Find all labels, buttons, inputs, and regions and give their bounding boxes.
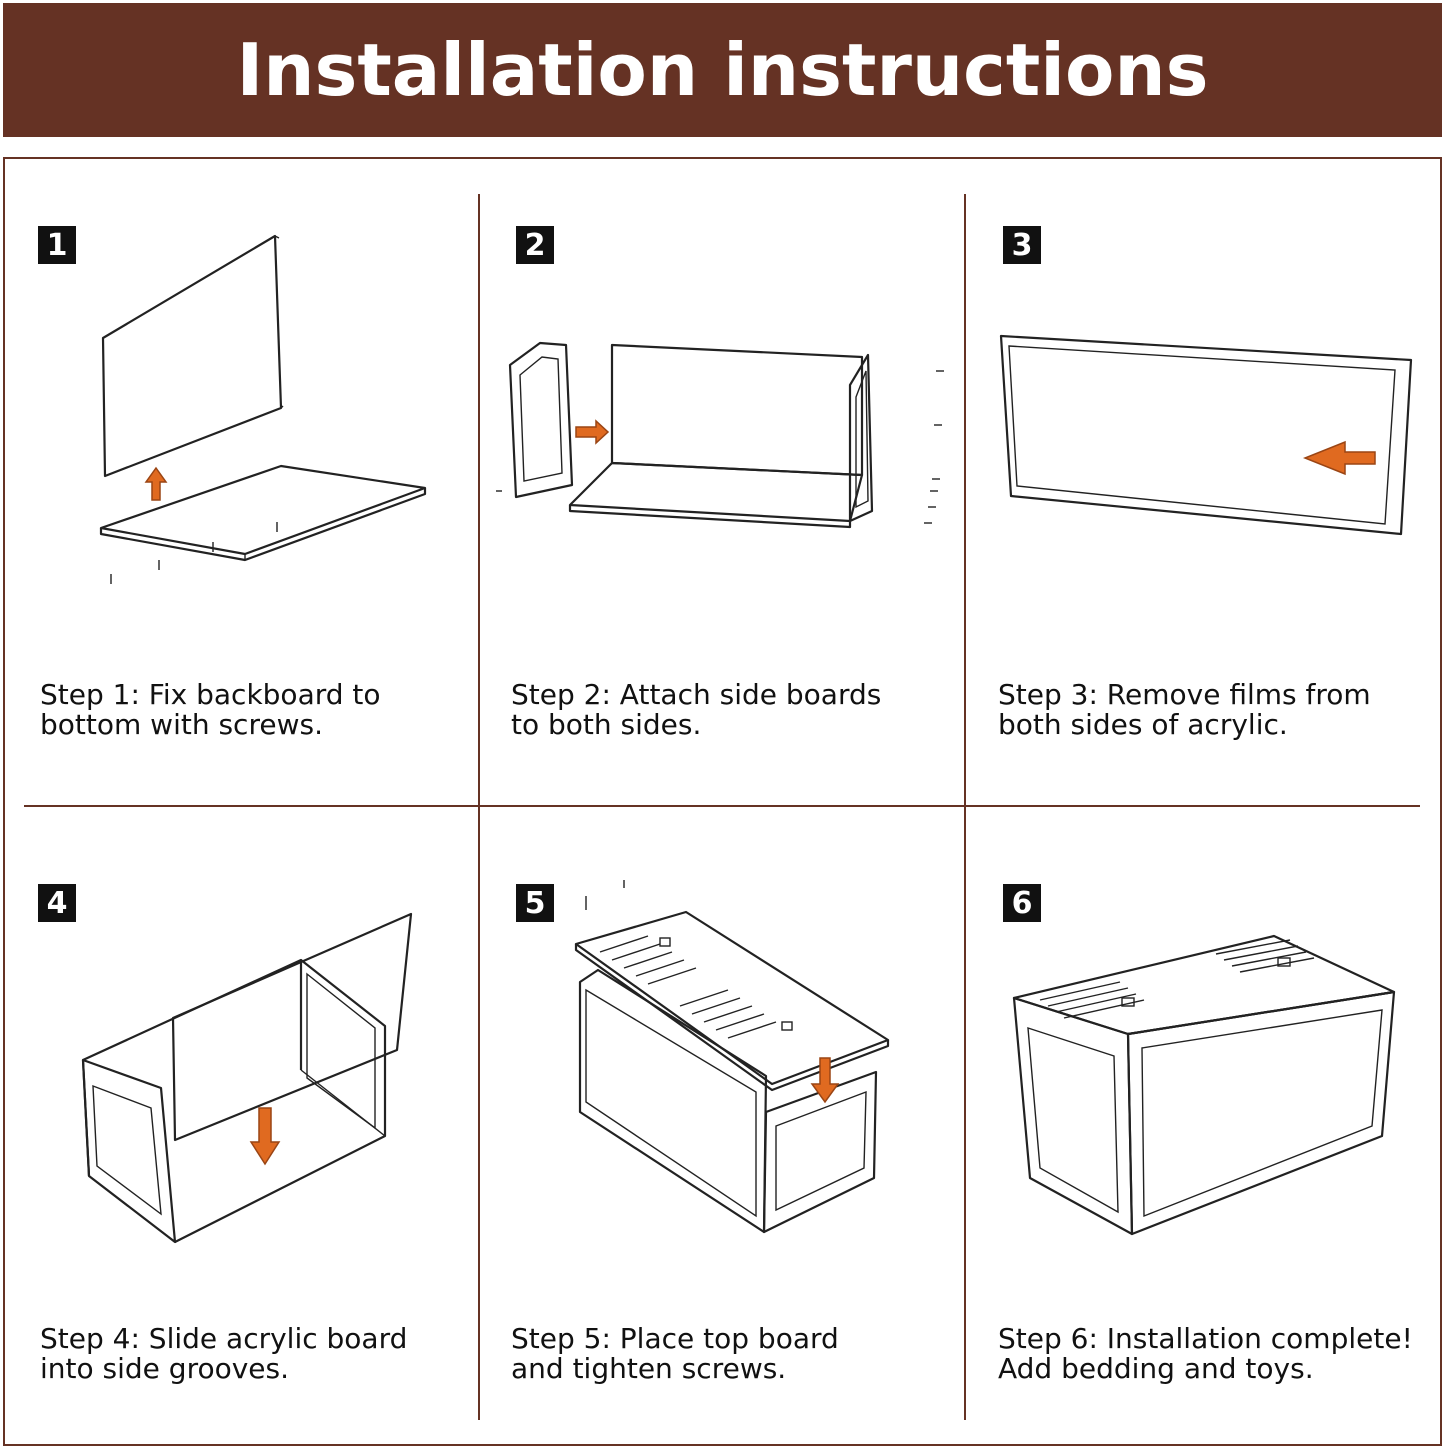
step-4-illustration [81,912,413,1244]
column-divider-1 [478,194,480,1420]
step-5-illustration [574,880,890,1234]
step-5-caption: Step 5: Place top board and tighten scre… [511,1322,839,1385]
title-banner: Installation instructions [3,3,1442,137]
step-5-badge: 5 [516,884,554,922]
step-1-caption: Step 1: Fix backboard to bottom with scr… [40,678,381,741]
step-4-caption: Step 4: Slide acrylic board into side gr… [40,1322,408,1385]
row-divider [24,805,1420,807]
step-3-caption: Step 3: Remove films from both sides of … [998,678,1371,741]
step-4-badge: 4 [38,884,76,922]
step-2-badge: 2 [516,226,554,264]
step-6-caption: Step 6: Installation complete! Add beddi… [998,1322,1413,1385]
step-6-illustration [1012,934,1396,1236]
page-title: Installation instructions [236,28,1209,112]
step-1-badge: 1 [38,226,76,264]
step-2-caption: Step 2: Attach side boards to both sides… [511,678,882,741]
instructions-frame [3,157,1442,1446]
step-3-illustration [999,334,1413,536]
step-2-illustration [496,341,944,529]
step-6-badge: 6 [1003,884,1041,922]
step-1-illustration [99,234,427,584]
step-3-badge: 3 [1003,226,1041,264]
column-divider-2 [964,194,966,1420]
